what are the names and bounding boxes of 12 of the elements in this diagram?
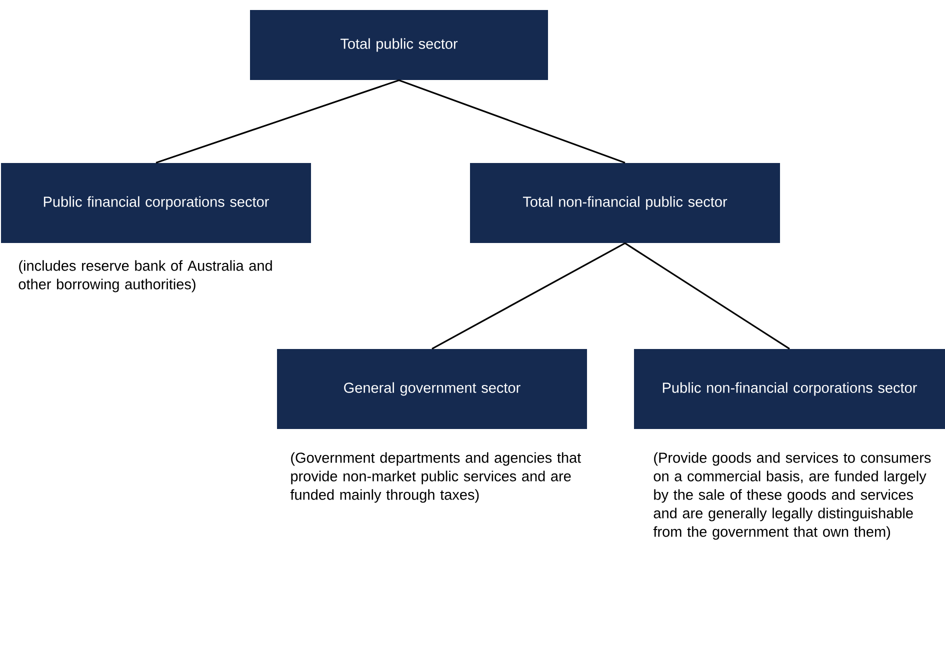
note-text: (Provide goods and services to consumers on a commercial basis, are funded largely by the sale of these goods and services and are generally legally distinguishable from the government that own them)	[653, 452, 931, 540]
sector-box: Public non-financial corporations sector	[634, 349, 945, 429]
connector-line	[624, 242, 790, 350]
sector-box: Total public sector	[250, 10, 548, 80]
connector-line	[156, 79, 400, 164]
note-text: (includes reserve bank of Australia and other borrowing authorities)	[18, 260, 272, 292]
connector-line	[432, 242, 626, 350]
sector-box: Total non-financial public sector	[470, 163, 780, 243]
connector-line	[398, 79, 626, 164]
sector-box: Public financial corporations sector	[1, 163, 311, 243]
sector-box: General government sector	[277, 349, 587, 429]
note-text: (Government departments and agencies that provide non-market public services and are funded mainly through taxes)	[290, 452, 582, 503]
